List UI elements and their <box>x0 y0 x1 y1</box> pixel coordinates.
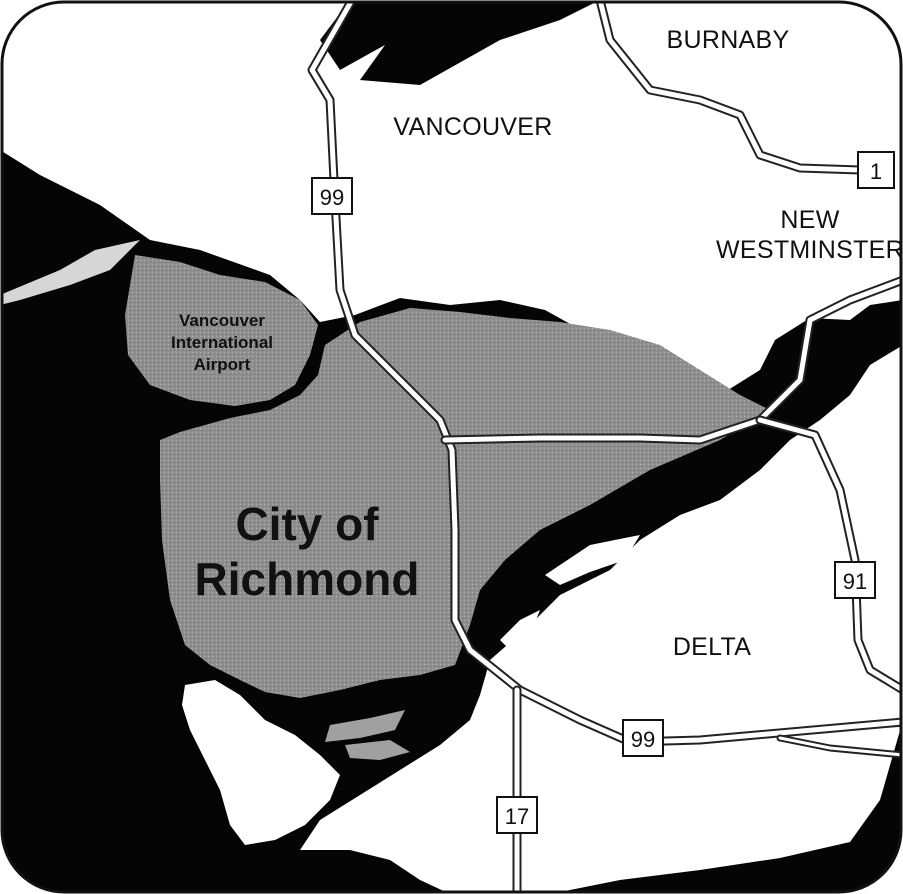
shield-hwy1: 1 <box>857 151 895 189</box>
label-vancouver: VANCOUVER <box>393 113 552 141</box>
label-airport-line3: Airport <box>194 355 251 374</box>
richmond-island <box>160 308 770 698</box>
label-new-westminster-line1: NEW <box>780 206 839 234</box>
shield-hwy91: 91 <box>834 561 876 599</box>
airport-island <box>125 255 318 406</box>
river-island-3 <box>500 610 540 650</box>
svg-text:91: 91 <box>843 569 867 594</box>
gray-island-2 <box>345 740 410 760</box>
river-island-1 <box>545 535 640 585</box>
gray-island-1 <box>325 710 405 742</box>
label-city-line2: Richmond <box>195 553 420 605</box>
svg-text:17: 17 <box>505 804 529 829</box>
svg-text:99: 99 <box>631 727 655 752</box>
sea-island-strip <box>2 240 140 305</box>
southwest-land <box>182 680 340 845</box>
label-new-westminster-line2: WESTMINSTER <box>716 236 903 264</box>
label-delta: DELTA <box>673 633 751 661</box>
label-burnaby: BURNABY <box>667 26 790 54</box>
svg-text:1: 1 <box>870 159 882 184</box>
roads <box>307 2 901 892</box>
shield-hwy99-north: 99 <box>311 177 353 215</box>
svg-text:99: 99 <box>320 185 344 210</box>
label-airport-line2: International <box>171 333 273 352</box>
shield-hwy99-south: 99 <box>622 719 664 757</box>
shield-hwy17: 17 <box>496 796 538 834</box>
label-airport-line1: Vancouver <box>179 311 265 330</box>
label-city-line1: City of <box>235 498 379 550</box>
south-mainland <box>300 345 901 892</box>
